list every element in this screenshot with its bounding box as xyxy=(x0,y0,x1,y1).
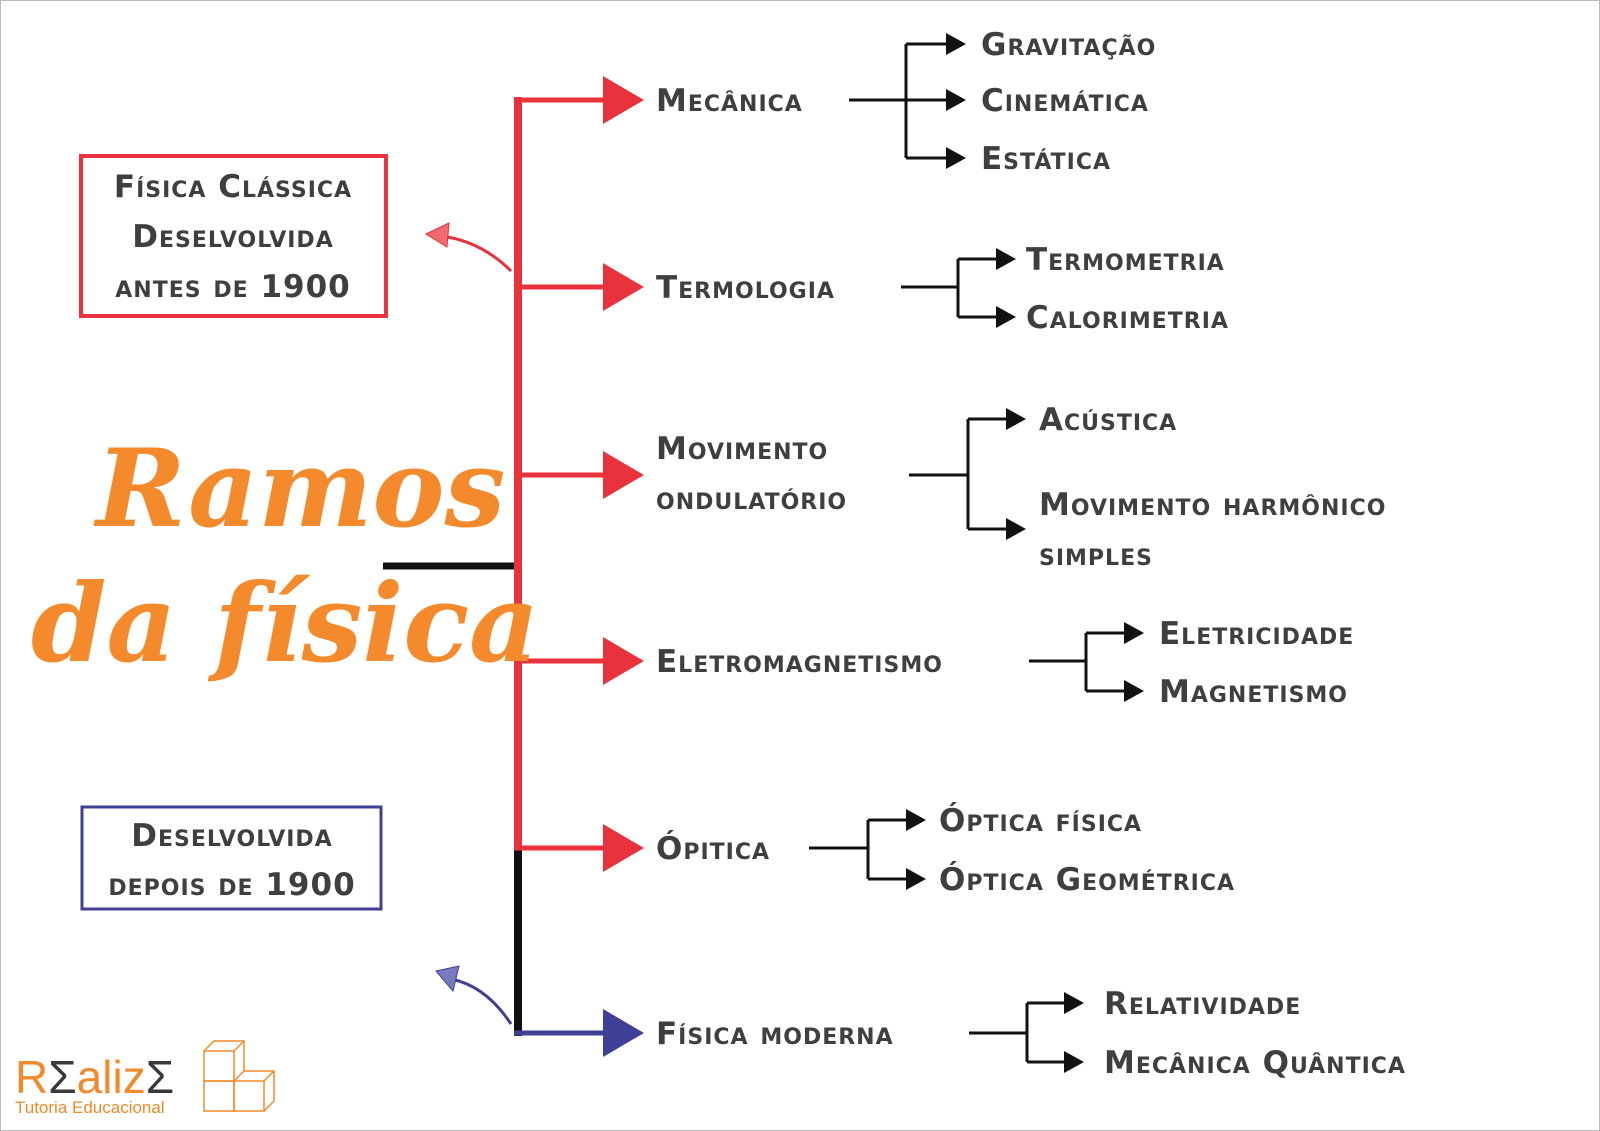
modern-box xyxy=(80,805,383,911)
logo: RΣalizΣ Tutoria Educacional xyxy=(15,1040,275,1117)
sub-arrow-icon xyxy=(906,809,926,831)
curved-arrow-classic-head xyxy=(424,222,450,248)
sub-arrow-icon xyxy=(1006,518,1026,540)
sub-arrow-icon xyxy=(996,248,1016,270)
sub-arrow-icon xyxy=(1124,680,1144,702)
logo-part: Σ xyxy=(146,1051,174,1103)
branch-arrow-icon xyxy=(603,1009,644,1057)
sub-label: Cinemática xyxy=(981,83,1149,119)
branch-label: Movimento xyxy=(656,431,828,467)
curved-arrow-modern xyxy=(450,977,513,1025)
logo-tagline: Tutoria Educacional xyxy=(15,1098,165,1117)
branch-label: Eletromagnetismo xyxy=(656,644,943,680)
sub-label: Acústica xyxy=(1039,402,1177,438)
sub-arrow-icon xyxy=(946,147,966,169)
sub-arrow-icon xyxy=(906,868,926,890)
classic-box-line: Física Clássica xyxy=(114,169,352,205)
sub-label: Óptica Geométrica xyxy=(939,861,1235,898)
svg-text:RΣalizΣ: RΣalizΣ xyxy=(15,1051,174,1103)
sub-arrow-icon xyxy=(1124,622,1144,644)
classic-box-line: antes de 1900 xyxy=(115,269,350,305)
branch-arrow-icon xyxy=(603,637,644,685)
sub-arrow-icon xyxy=(1064,992,1084,1014)
title-line-2: da física xyxy=(31,561,539,687)
sub-label: Movimento harmônico xyxy=(1039,487,1386,523)
sub-label: Calorimetria xyxy=(1026,300,1229,336)
modern-box-line: Deselvolvida xyxy=(131,818,332,854)
branch-arrow-icon xyxy=(603,451,644,499)
branch-label: ondulatório xyxy=(656,481,847,517)
sub-label: Termometria xyxy=(1026,242,1225,278)
logo-part: Σ xyxy=(48,1051,76,1103)
sub-label: Mecânica Quântica xyxy=(1104,1045,1406,1081)
sub-label: Eletricidade xyxy=(1159,616,1354,652)
branch-arrow-icon xyxy=(603,76,644,124)
sub-arrow-icon xyxy=(996,306,1016,328)
classic-box xyxy=(79,154,388,318)
branch-arrow-icon xyxy=(603,263,644,311)
sub-arrow-icon xyxy=(1064,1051,1084,1073)
logo-part: aliz xyxy=(77,1051,146,1103)
modern-box-line: depois de 1900 xyxy=(108,867,355,903)
sub-label: Relatividade xyxy=(1104,986,1301,1022)
sub-label: Gravitação xyxy=(981,27,1156,63)
branch-label: Física moderna xyxy=(656,1016,894,1052)
branch-label: Ópitica xyxy=(656,830,770,867)
logo-part: R xyxy=(15,1051,48,1103)
branch-label: Mecânica xyxy=(656,83,803,119)
sub-label: Óptica física xyxy=(939,802,1142,839)
curved-arrow-classic xyxy=(440,234,513,273)
sub-arrow-icon xyxy=(1006,408,1026,430)
classic-box-line: Deselvolvida xyxy=(132,219,333,255)
title-line-1: Ramos xyxy=(93,426,505,552)
sub-label: Magnetismo xyxy=(1159,674,1348,710)
curved-arrow-modern-head xyxy=(435,965,460,993)
sub-arrow-icon xyxy=(946,89,966,111)
logo-cubes-icon xyxy=(203,1040,275,1112)
branch-arrow-icon xyxy=(603,824,644,872)
sub-label: Estática xyxy=(981,141,1111,177)
sub-arrow-icon xyxy=(946,33,966,55)
branch-label: Termologia xyxy=(656,270,835,306)
sub-label: simples xyxy=(1039,537,1153,573)
